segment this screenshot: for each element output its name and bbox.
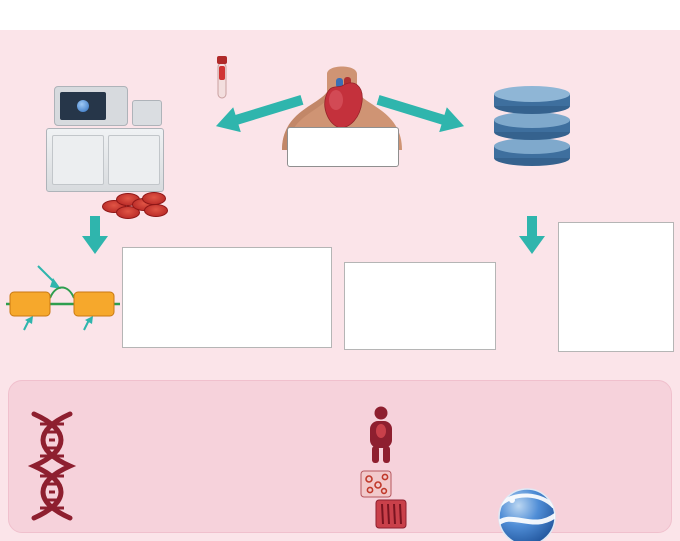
sequencer-screen: [60, 92, 106, 120]
single-cell-umap-panel: [344, 262, 496, 350]
sequencer-logo-icon: [77, 100, 89, 112]
variant-barchart: [123, 248, 331, 347]
umap-cluster-plot: [348, 275, 394, 347]
feature-plot-cell: [430, 308, 462, 350]
gene-label: [430, 265, 462, 274]
red-blood-cells-icon: [102, 192, 172, 220]
gene-label: [463, 308, 495, 317]
gene-variant-diagram: [6, 265, 120, 331]
dotplot-panel: [558, 222, 674, 352]
feature-plot-cell: [397, 265, 429, 307]
cell-images-icon: [360, 470, 407, 529]
feature-plot-grid: [397, 265, 495, 349]
sequencer-cabinet: [46, 128, 164, 192]
gene-label: [397, 265, 429, 274]
database-icon: [494, 86, 570, 166]
blood-tube-icon: [217, 56, 227, 99]
arrow-to-database: [376, 95, 465, 133]
arrow-to-sequencing: [215, 95, 304, 133]
dotplot: [559, 223, 673, 351]
feature-plot-cell: [463, 265, 495, 307]
human-body-icon: [370, 406, 392, 463]
sequencer-door-right: [108, 135, 160, 185]
gene-label: [430, 308, 462, 317]
feature-plot: [431, 317, 461, 343]
feature-plot: [398, 317, 428, 343]
feature-plot: [464, 317, 494, 343]
arrow-down-right: [519, 216, 545, 254]
sequencer-side-unit: [132, 100, 162, 126]
heart-icon: [324, 77, 363, 129]
globe-logo: [498, 488, 556, 541]
rare-variant-chart-panel: [122, 247, 332, 348]
feature-plot: [398, 274, 428, 300]
sequencer-illustration: [46, 86, 164, 194]
sequencer-monitor: [54, 86, 128, 126]
gene-label: [397, 308, 429, 317]
dna-icon: [27, 411, 77, 521]
arrow-down-left: [82, 216, 108, 254]
patient-label-box: [287, 127, 399, 167]
feature-plot-cell: [397, 308, 429, 350]
sequencer-door-left: [52, 135, 104, 185]
feature-plot: [431, 274, 461, 300]
title-band: [0, 0, 680, 30]
feature-plot: [464, 274, 494, 300]
feature-plot-cell: [430, 265, 462, 307]
feature-plot-cell: [463, 308, 495, 350]
findings-box: [8, 380, 672, 533]
gene-label: [463, 265, 495, 274]
